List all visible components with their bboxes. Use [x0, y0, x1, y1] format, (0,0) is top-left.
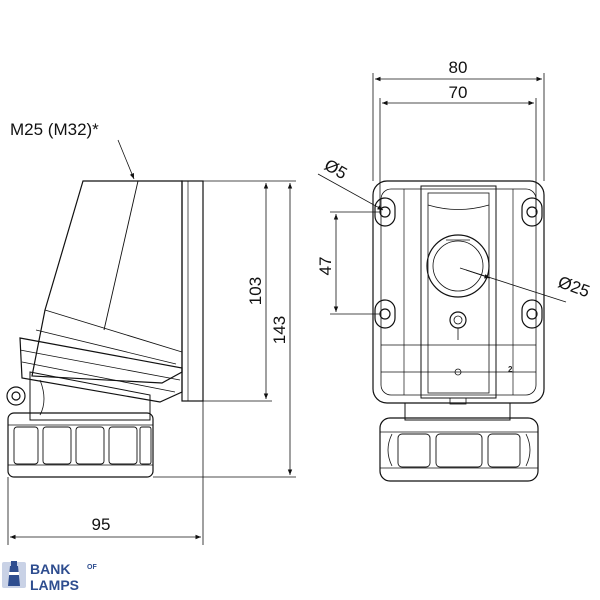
dim-70-label: 70 [449, 83, 468, 102]
side-housing-inner-line [103, 180, 139, 331]
side-housing-band [44, 309, 183, 353]
side-housing-outline [31, 180, 183, 384]
side-dimensions [7, 139, 296, 545]
cable-entry [426, 234, 490, 298]
front-ring [379, 417, 539, 482]
gland-label: M25 (M32)* [10, 120, 99, 139]
front-view [372, 180, 545, 482]
side-mounting-plate [181, 180, 204, 402]
dim-47-label: 47 [316, 257, 335, 276]
hole-diameter-label: Ø5 [321, 155, 350, 183]
lighthouse-icon [2, 561, 26, 588]
front-screw [449, 311, 467, 329]
hole-leader [317, 173, 384, 211]
marking-label: 2 [508, 365, 513, 374]
gland-leader [117, 139, 135, 180]
side-view [6, 180, 204, 478]
front-skirt [404, 403, 511, 421]
side-socket-body [29, 371, 151, 421]
side-flange [19, 337, 183, 403]
front-body-outline [372, 180, 545, 404]
mounting-hole-br [521, 299, 543, 329]
dim-143-label: 143 [270, 316, 289, 344]
dim-103-label: 103 [246, 277, 265, 305]
logo-text-line2: LAMPS [30, 577, 79, 593]
entry-diameter-label: Ø25 [556, 272, 593, 301]
side-ring [7, 412, 154, 478]
dim-80-label: 80 [449, 58, 468, 77]
side-hinge [6, 386, 26, 406]
bank-of-lamps-logo: BANK OF LAMPS [2, 561, 97, 593]
logo-text-of: OF [87, 564, 97, 571]
mounting-hole-tr [521, 197, 543, 227]
front-dimensions [317, 73, 567, 315]
dim-95-label: 95 [92, 515, 111, 534]
logo-text-line1: BANK [30, 561, 70, 577]
front-center-rib [420, 185, 497, 399]
